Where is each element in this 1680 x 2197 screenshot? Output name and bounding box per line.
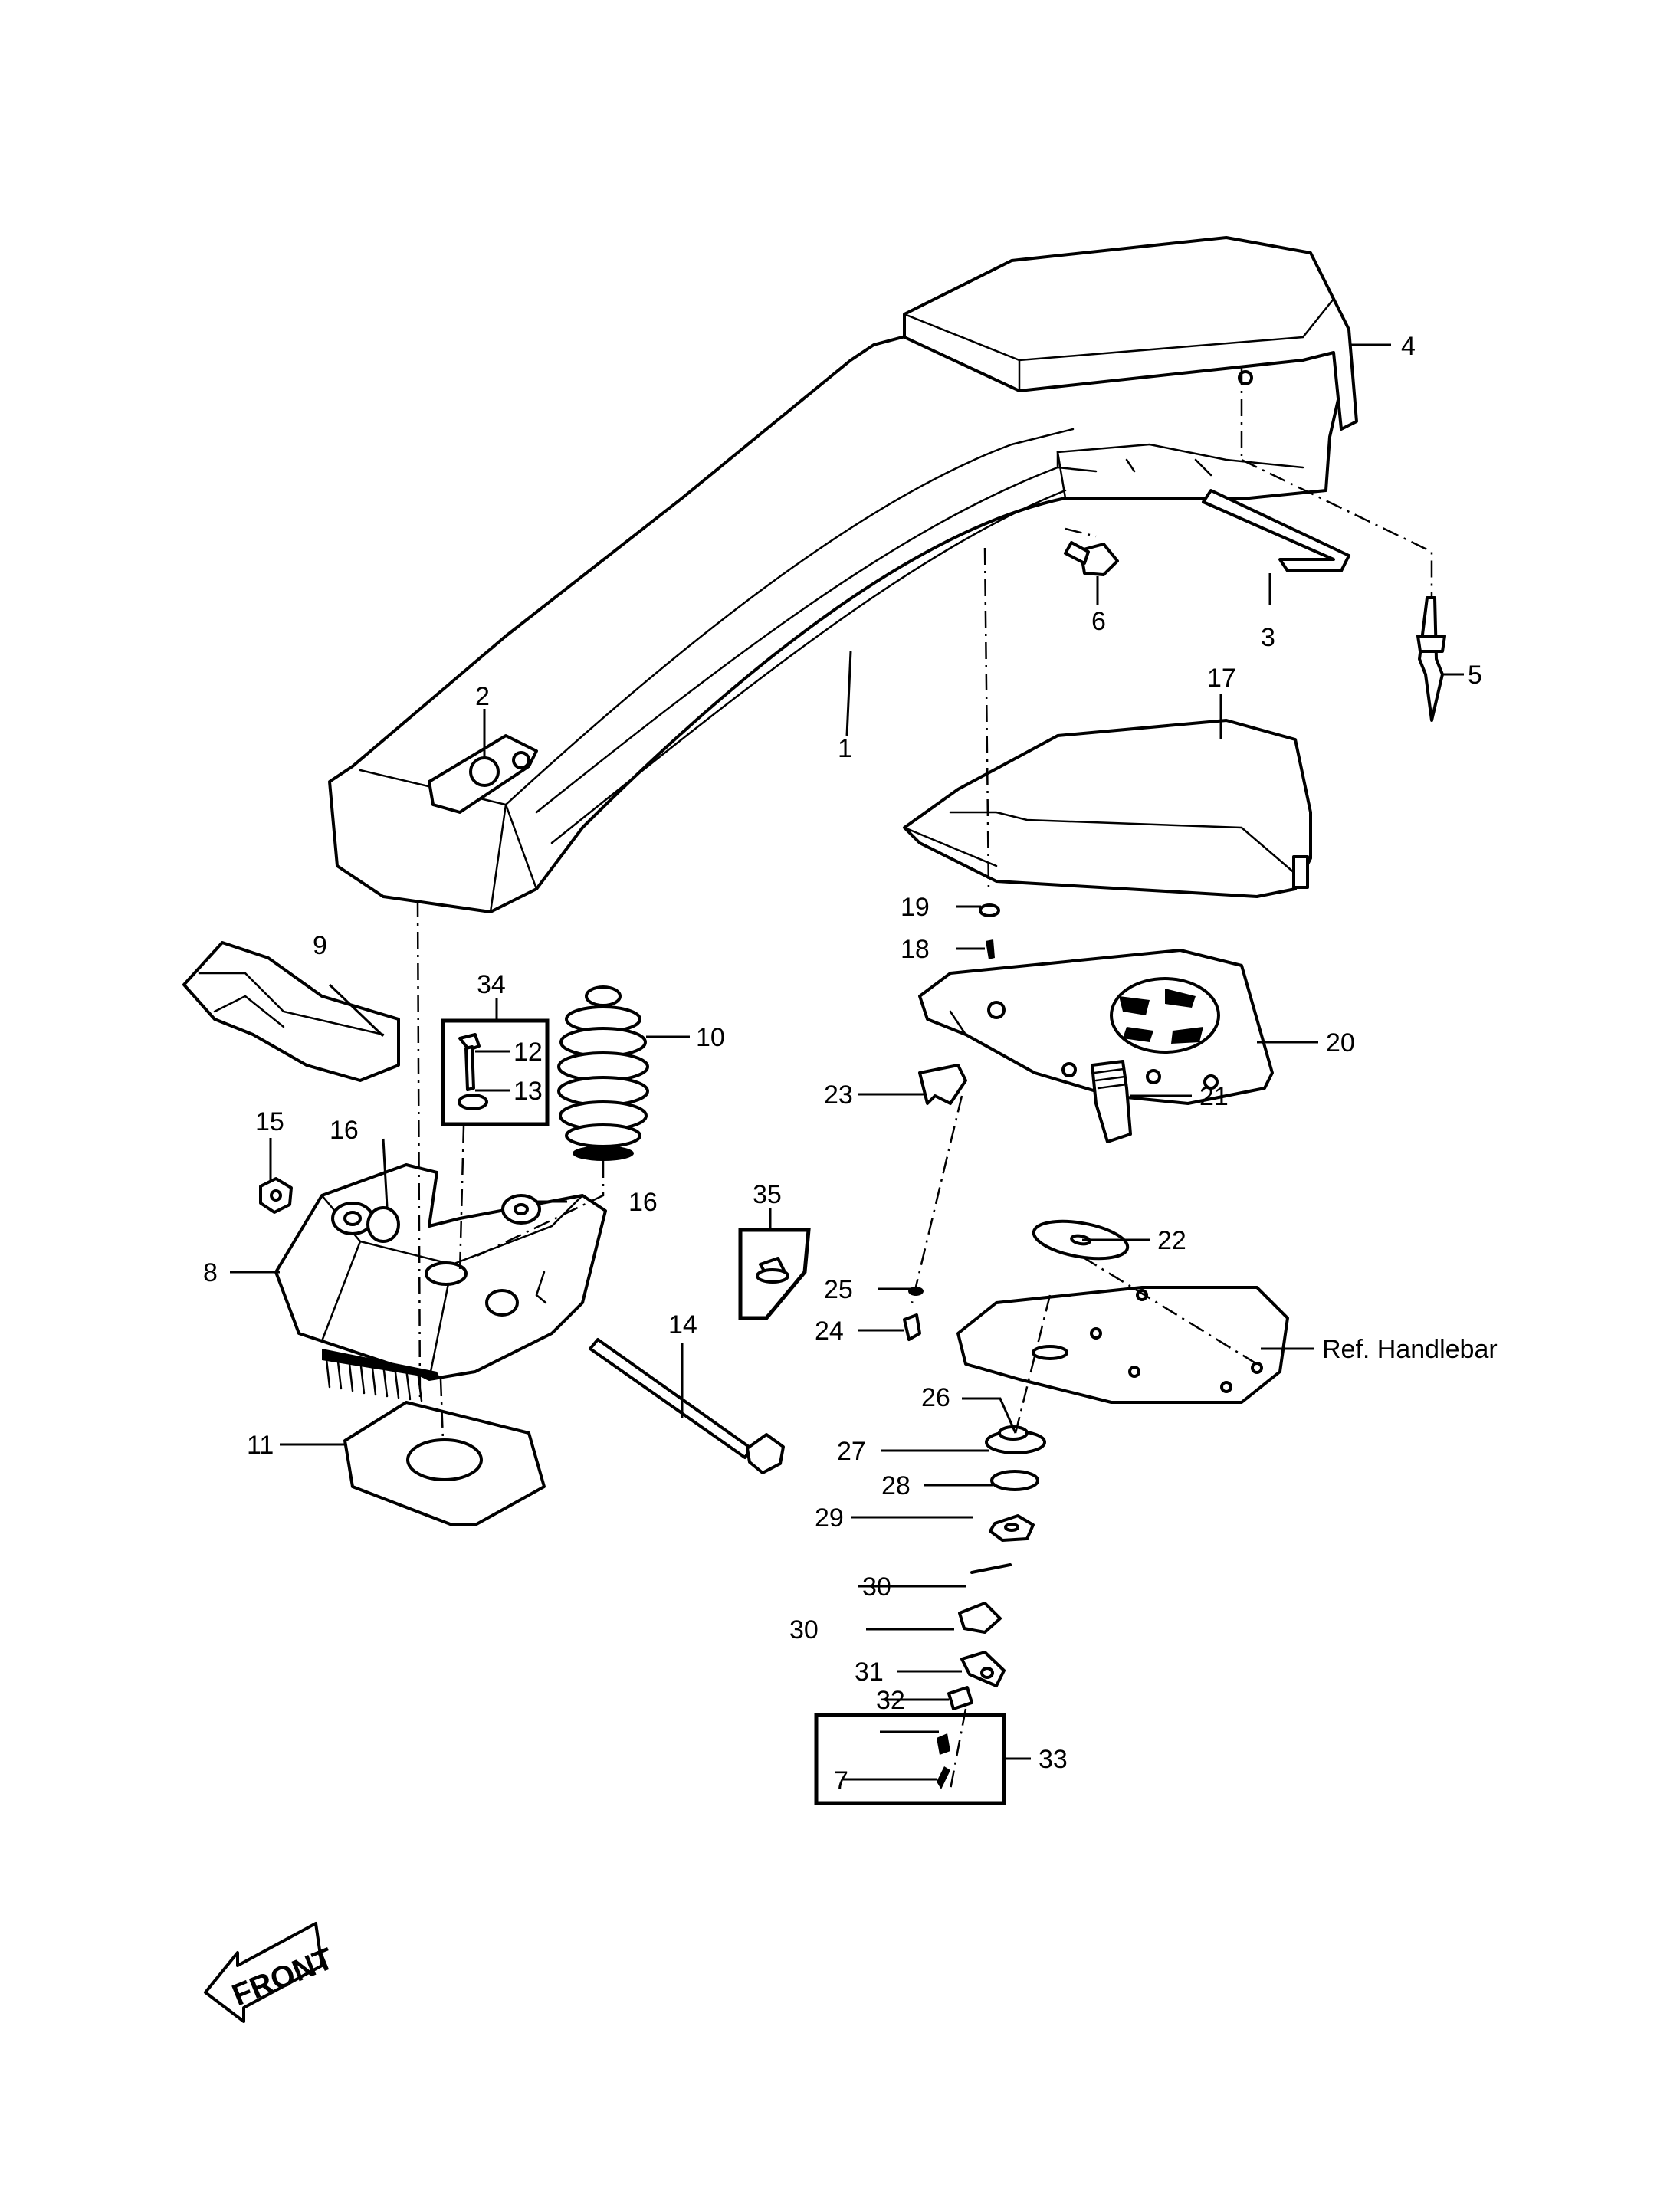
callout-27: 27 [837,1437,866,1466]
callout-21: 21 [1199,1082,1229,1111]
callout-16a: 16 [330,1116,359,1145]
part-31 [947,1686,973,1710]
plate-part-20 [918,949,1274,1105]
kit-box-34 [441,1018,550,1126]
nut-part-15 [259,1177,293,1214]
callout-22: 22 [1157,1226,1186,1255]
cover-part-17 [903,719,1312,898]
callout-18: 18 [901,935,930,964]
callout-24: 24 [815,1317,844,1346]
callout-29: 29 [815,1503,844,1533]
callout-34: 34 [477,970,506,999]
assembly-guides [416,368,1433,1790]
callout-8: 8 [203,1258,218,1287]
small-parts [903,903,1000,1341]
callout-13: 13 [514,1077,543,1106]
part-18 [986,939,995,959]
callout-4: 4 [1401,332,1416,361]
callout-12: 12 [514,1038,543,1067]
callout-15: 15 [255,1107,284,1136]
callout-28: 28 [881,1471,911,1500]
cap-part-4 [903,236,1358,431]
callout-17: 17 [1207,664,1236,693]
part-27 [990,1470,1039,1491]
callout-19: 19 [901,893,930,922]
callout-3: 3 [1261,623,1275,652]
callout-11: 11 [247,1431,274,1460]
callout-32: 32 [876,1686,905,1715]
handlebar-plate [956,1286,1289,1404]
stud-part-21 [1091,1060,1132,1143]
kit-box-35 [738,1228,811,1320]
part-30a [958,1602,1002,1634]
callout-7: 7 [834,1766,848,1795]
part-24 [903,1313,921,1341]
callout-6: 6 [1091,607,1106,636]
callout-30b: 30 [789,1615,819,1644]
front-direction-arrow: FRONT [204,1922,338,2023]
callout-20: 20 [1326,1028,1355,1058]
callout-14: 14 [668,1310,697,1340]
callout-26: 26 [921,1383,950,1412]
callout-16b: 16 [628,1188,658,1217]
callout-31: 31 [855,1658,884,1687]
hardware-stack [947,1425,1046,1710]
callout-2: 2 [475,682,490,711]
pad-part-9 [182,941,400,1082]
callout-10: 10 [696,1023,725,1052]
callout-9: 9 [313,931,327,960]
callout-labels: 1 2 3 4 5 6 7 8 9 10 11 12 13 14 15 16 1… [203,332,1498,1795]
part-23 [918,1064,967,1105]
bracket-part-8 [274,1163,607,1402]
part-19 [979,903,1000,917]
baseplate-part-11 [343,1401,546,1526]
bolt-part-14 [589,1338,785,1474]
washer-part-22 [1032,1219,1130,1261]
rivet-part-5 [1416,596,1446,722]
part-29 [970,1563,1012,1574]
callout-35: 35 [753,1180,782,1209]
callout-30a: 30 [862,1572,891,1602]
callout-5: 5 [1468,661,1482,690]
callout-1: 1 [838,734,852,763]
callout-33: 33 [1039,1745,1068,1774]
bellows-part-10 [557,985,649,1161]
reference-label-handlebar: Ref. Handlebar [1322,1335,1498,1364]
callout-23: 23 [824,1080,853,1110]
hood-part-1 [328,313,1350,913]
strap-part-3 [1202,489,1350,572]
leader-lines [230,343,1464,1781]
callout-25: 25 [824,1275,853,1304]
washer-part-16 [501,1194,541,1225]
bolt-part-6 [1064,541,1119,576]
